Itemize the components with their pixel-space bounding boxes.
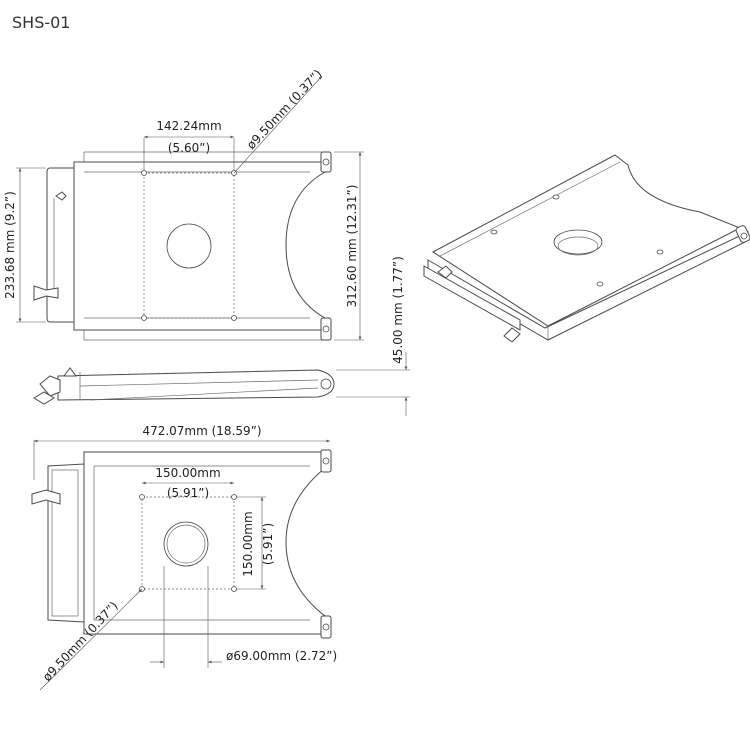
drawing-title: SHS-01: [12, 13, 70, 32]
iso-mount-hole: [596, 281, 604, 287]
top-length-label: 312.60 mm (12.31”): [345, 185, 359, 308]
bottom-view-wing-nut: [31, 489, 61, 505]
bottom-hole-spacing-v-inch-label: (5.91”): [261, 523, 275, 565]
iso-mount-hole: [490, 229, 498, 235]
bottom-center-hole-label: ø69.00mm (2.72”): [226, 649, 337, 663]
top-hole-spacing-inch-label: (5.60”): [168, 141, 210, 155]
bottom-overall-length-label: 472.07mm (18.59”): [142, 424, 261, 438]
bottom-view-mount-hole: [231, 586, 237, 592]
top-hole-diameter-label: ø9.50mm (0.37”): [244, 67, 325, 152]
side-view-hinge: [320, 378, 332, 390]
iso-clamp-bar: [423, 265, 521, 331]
top-view-mount-hole: [141, 170, 147, 176]
iso-wing-nut: [503, 327, 521, 343]
iso-center-hole: [553, 229, 603, 255]
side-view: 45.00 mm (1.77”): [33, 256, 410, 416]
bottom-hole-spacing-h-label: 150.00mm: [155, 466, 220, 480]
bottom-hole-spacing-h-inch-label: (5.91”): [167, 486, 209, 500]
bottom-view-mount-hole: [139, 494, 145, 500]
bottom-view-clamp: [47, 463, 85, 623]
top-view-mount-hole: [231, 315, 237, 321]
side-view-body: [57, 369, 335, 401]
top-view-mount-hole: [141, 315, 147, 321]
bottom-view: 472.07mm (18.59”) 150.00mm (5.91”) 150.0…: [31, 424, 337, 691]
top-view-center-hole: [166, 223, 212, 269]
bottom-view-center-hole: [163, 521, 209, 567]
side-height-label: 45.00 mm (1.77”): [391, 256, 405, 364]
iso-wing-nut: [437, 265, 453, 279]
isometric-view: [423, 154, 750, 343]
bottom-view-mount-hole: [231, 494, 237, 500]
top-view-clamp-bar: [46, 167, 75, 323]
iso-mount-hole: [552, 194, 560, 200]
iso-mount-hole: [656, 249, 664, 255]
bottom-hole-spacing-v-label: 150.00mm: [241, 511, 255, 576]
top-view: 142.24mm (5.60”) ø9.50mm (0.37”) 233.68 …: [3, 67, 364, 341]
top-hole-spacing-label: 142.24mm: [156, 119, 221, 133]
top-width-label: 233.68 mm (9.2”): [3, 191, 17, 299]
top-view-wing-nut: [55, 191, 67, 201]
side-view-wing-nut: [39, 375, 61, 397]
top-view-wing-nut: [33, 285, 59, 301]
